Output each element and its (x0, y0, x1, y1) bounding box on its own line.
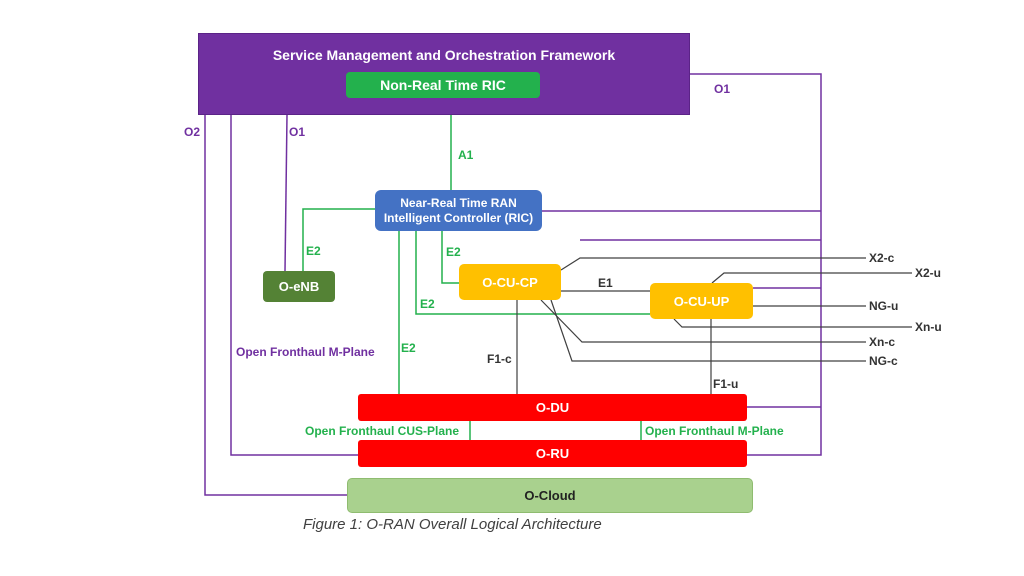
non-rt-ric-label: Non-Real Time RIC (380, 77, 506, 93)
a1-label: A1 (458, 148, 474, 162)
odu-label: O-DU (535, 400, 570, 415)
e2-line-oenb (302, 208, 375, 271)
ngc-line (550, 299, 866, 362)
smo-framework-label: Service Management and Orchestration Fra… (272, 47, 616, 63)
e1-label: E1 (598, 276, 613, 290)
near-rt-ric-label-line2: Intelligent Controller (RIC) (383, 210, 534, 225)
non-rt-ric-box: Non-Real Time RIC (346, 72, 540, 98)
open-fronthaul-cus-plane-label: Open Fronthaul CUS-Plane (305, 424, 460, 438)
o1-line-smo-right (690, 73, 822, 456)
ocloud-box: O-Cloud (347, 478, 753, 513)
e2-label-cucp: E2 (446, 245, 461, 259)
ocu-up-label: O-CU-UP (673, 293, 730, 309)
open-fronthaul-mplane-left-label: Open Fronthaul M-Plane (236, 345, 375, 359)
o1-label-left: O1 (289, 125, 306, 139)
e2-line-cuup (415, 231, 650, 315)
o2-label: O2 (184, 125, 201, 139)
ocu-cp-box: O-CU-CP (459, 264, 561, 300)
f1c-label: F1-c (487, 352, 512, 366)
ngu-label: NG-u (869, 299, 899, 313)
e2-label-oenb: E2 (306, 244, 321, 258)
xnu-line (673, 318, 912, 328)
x2u-label: X2-u (915, 266, 942, 280)
ocu-up-box: O-CU-UP (650, 283, 753, 319)
xnc-label: Xn-c (869, 335, 896, 349)
f1u-label: F1-u (713, 377, 739, 391)
odu-box: O-DU (358, 394, 747, 421)
figure-caption: Figure 1: O-RAN Overall Logical Architec… (303, 516, 602, 533)
e2-label-cuup: E2 (420, 297, 435, 311)
ocloud-label: O-Cloud (524, 488, 576, 503)
xnc-line (540, 299, 866, 343)
near-rt-ric-label-line1: Near-Real Time RAN (400, 195, 517, 210)
xnu-label: Xn-u (915, 320, 942, 334)
o2-line (204, 115, 347, 496)
open-fronthaul-mplane-line (230, 115, 358, 456)
open-fronthaul-mplane-right-label: Open Fronthaul M-Plane (645, 424, 784, 438)
oenb-box: O-eNB (263, 271, 335, 302)
o1-label-right: O1 (714, 82, 731, 96)
ngc-label: NG-c (869, 354, 898, 368)
near-rt-ric-box: Near-Real Time RAN Intelligent Controlle… (375, 190, 542, 231)
oenb-label: O-eNB (278, 279, 320, 294)
e2-label-odu: E2 (401, 341, 416, 355)
x2c-label: X2-c (869, 251, 895, 265)
oru-box: O-RU (358, 440, 747, 467)
ocu-cp-label: O-CU-CP (482, 274, 538, 290)
o1-line-oenb (284, 114, 288, 272)
e2-line-cucp (441, 231, 459, 284)
x2c-line (560, 257, 866, 271)
oru-label: O-RU (535, 446, 570, 461)
x2u-line (711, 272, 912, 284)
